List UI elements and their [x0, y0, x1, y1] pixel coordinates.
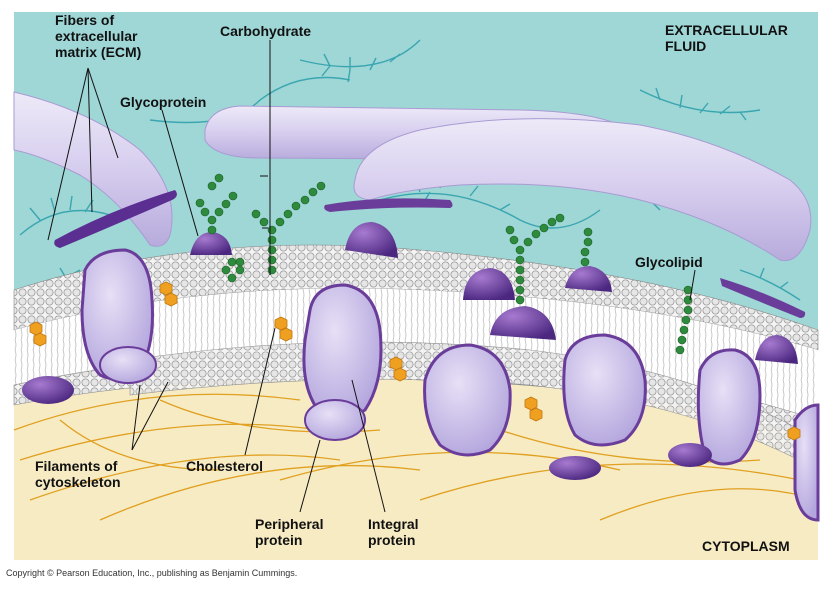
label-peripheral-protein: Peripheral protein — [255, 516, 324, 548]
label-glycoprotein: Glycoprotein — [120, 94, 207, 110]
integral-protein — [423, 343, 512, 457]
label-integral-protein: Integral protein — [368, 516, 419, 548]
integral-protein — [696, 348, 762, 466]
label-cholesterol: Cholesterol — [186, 458, 264, 474]
label-extracellular-fluid: EXTRACELLULAR FLUID — [665, 22, 788, 54]
copyright-notice: Copyright © Pearson Education, Inc., pub… — [6, 568, 298, 578]
integral-protein — [80, 248, 157, 384]
ecm-anchors — [54, 190, 806, 318]
integral-protein — [793, 403, 820, 522]
peripheral-proteins — [22, 222, 798, 480]
label-filaments-cytoskeleton: Filaments of cytoskeleton — [35, 458, 121, 490]
leader-lines — [47, 40, 696, 513]
label-carbohydrate: Carbohydrate — [220, 23, 312, 39]
carbohydrate-chains — [195, 173, 693, 355]
label-cytoplasm: CYTOPLASM — [702, 538, 790, 554]
cholesterol-molecules — [29, 281, 801, 441]
integral-protein — [562, 333, 647, 447]
integral-proteins — [80, 248, 820, 522]
integral-protein — [302, 283, 383, 441]
label-glycolipid: Glycolipid — [635, 254, 703, 270]
label-fibers-ecm: Fibers of extracellular matrix (ECM) — [55, 12, 142, 60]
